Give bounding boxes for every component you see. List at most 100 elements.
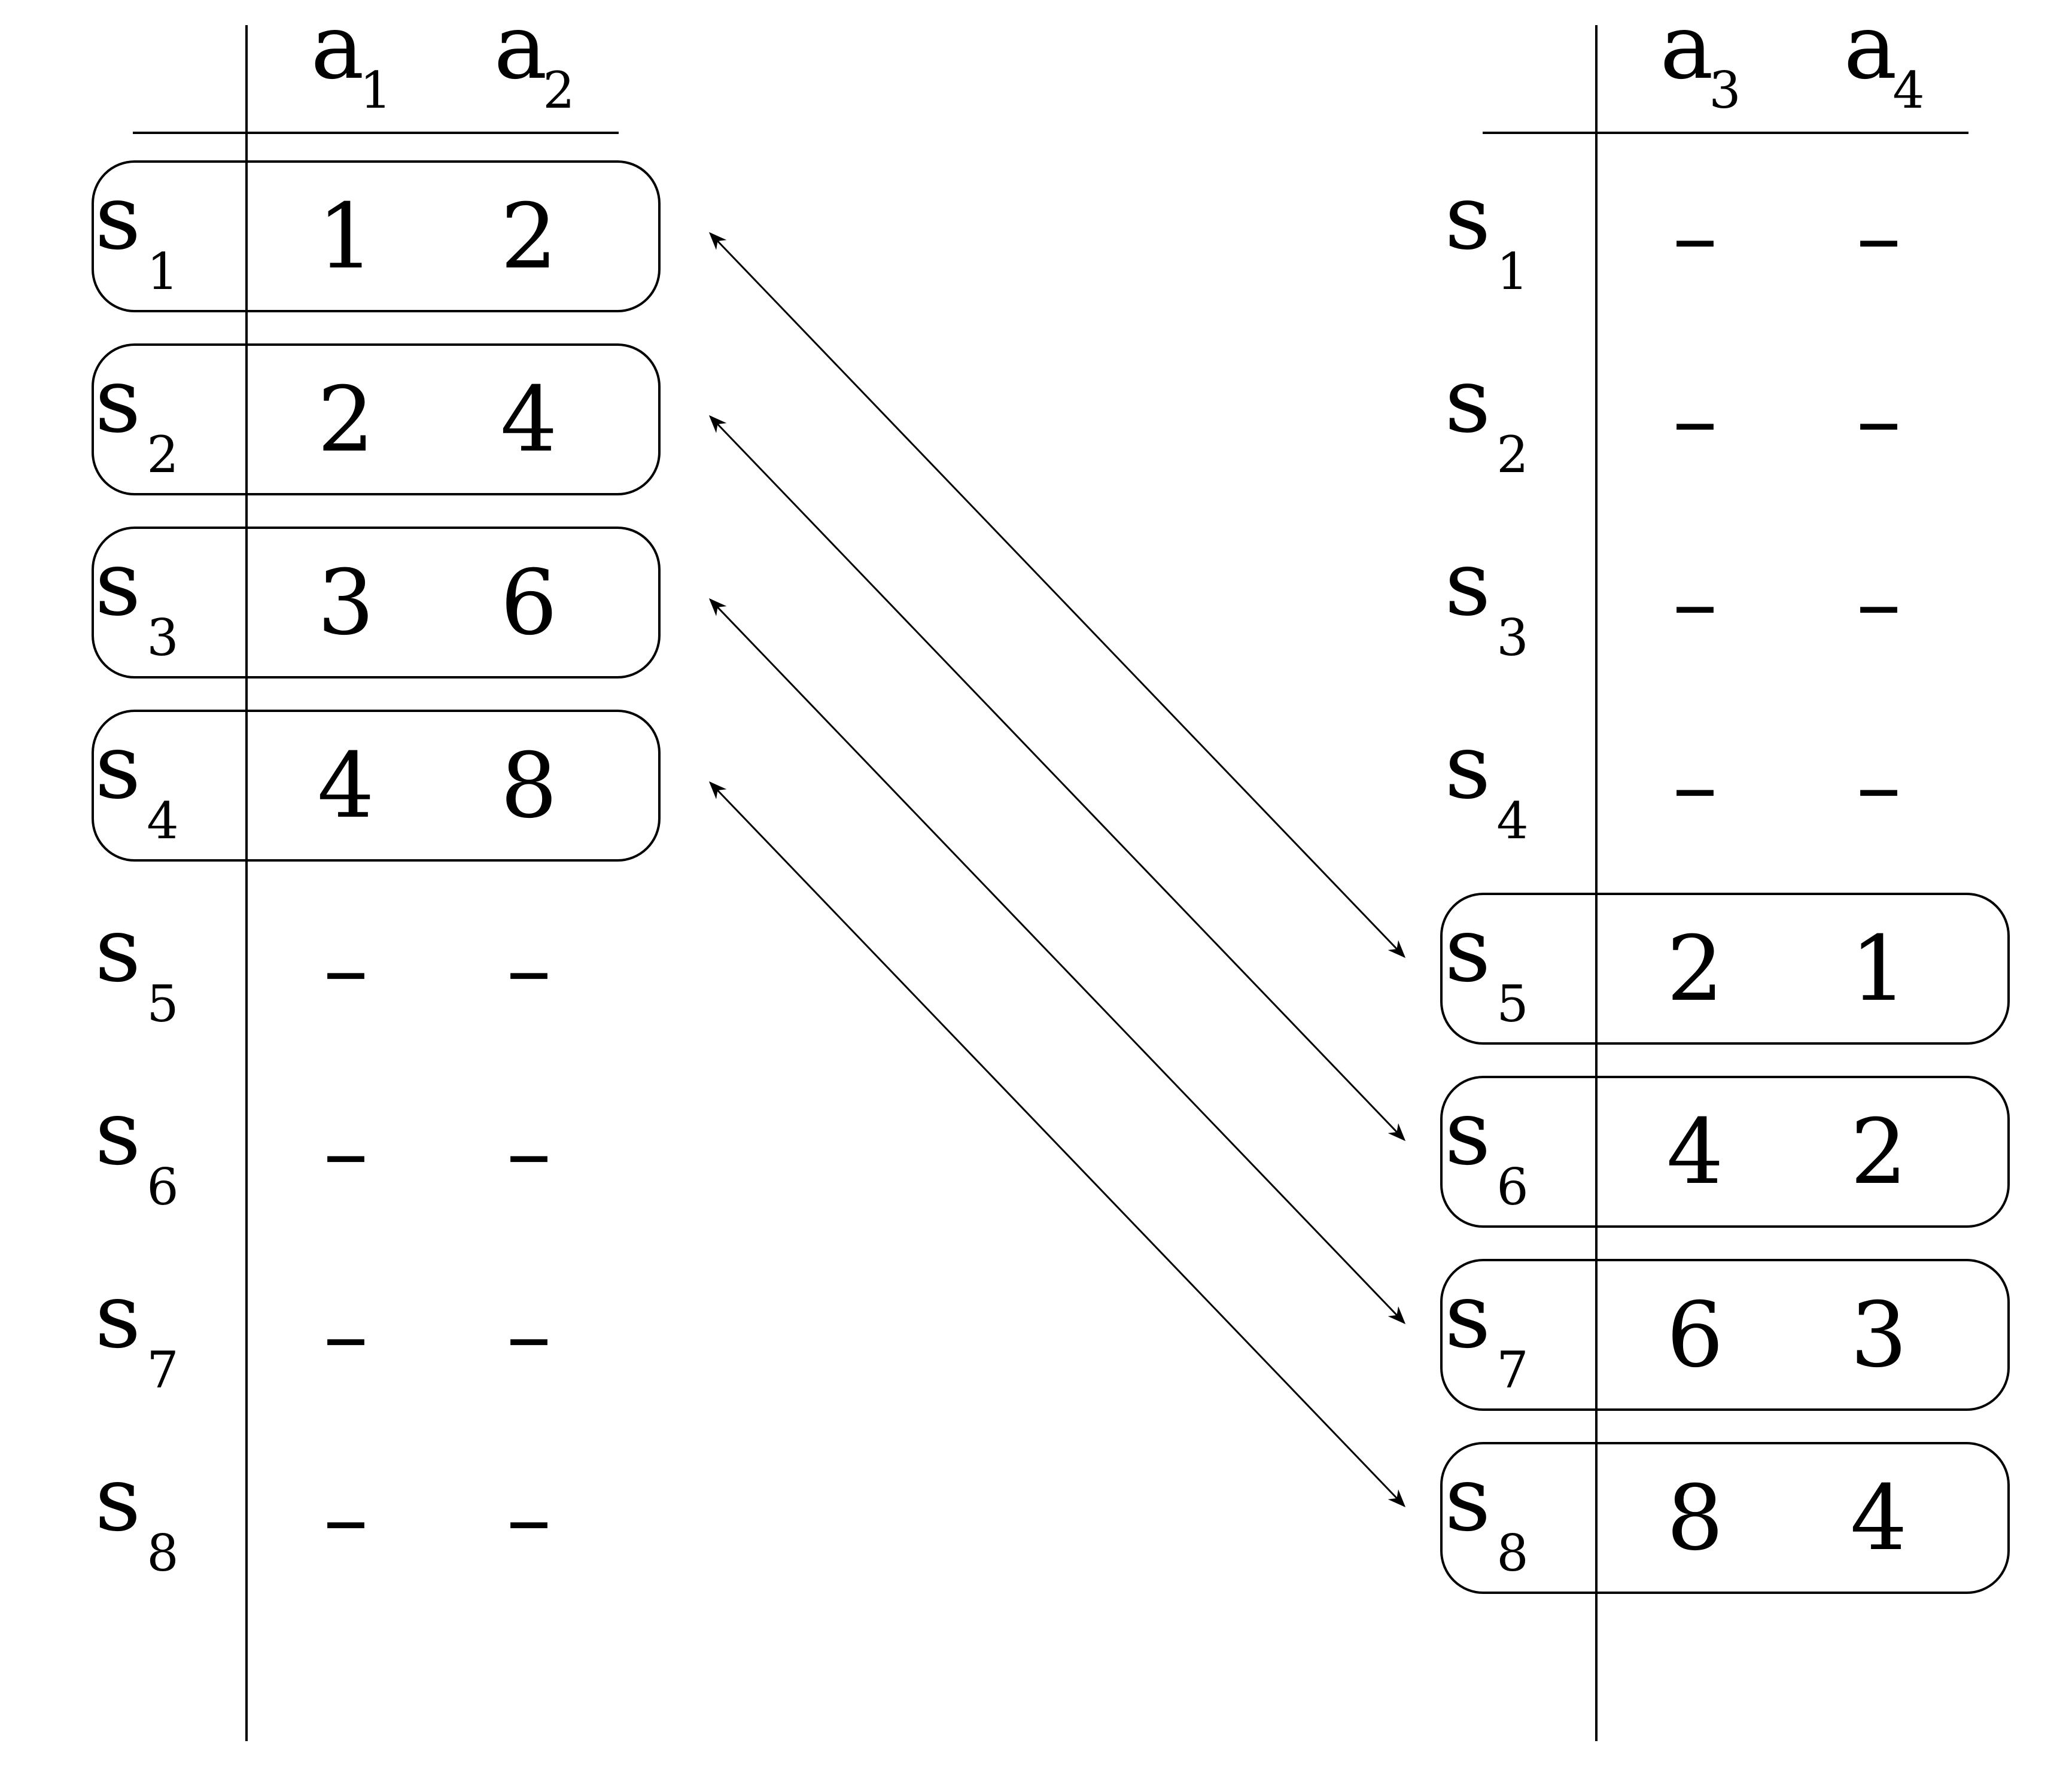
row-cell-value: 4: [1850, 1466, 1907, 1571]
row-cell-value: –: [324, 1466, 369, 1571]
row-cell-value: 4: [317, 734, 374, 838]
column-header-letter: a: [494, 0, 547, 99]
row-state-letter: s: [1445, 898, 1491, 1002]
row-highlight-box: [92, 710, 661, 862]
row-state-subscript: 8: [147, 1524, 178, 1583]
row-state-subscript: 3: [1496, 608, 1528, 667]
row-highlight-box: [92, 343, 661, 495]
table-row: s5 – –: [95, 898, 552, 1033]
row-state-subscript: 7: [147, 1341, 178, 1399]
column-header-subscript: 3: [1709, 61, 1741, 120]
table-row: s4 – –: [1445, 715, 1901, 850]
row-state-subscript: 8: [1496, 1524, 1528, 1583]
row-cell-value: 3: [1850, 1283, 1907, 1388]
mapping-arrow: [708, 415, 1406, 1142]
row-cell-value: 3: [317, 551, 374, 655]
row-cell-value: 6: [1666, 1283, 1723, 1388]
row-state-letter: s: [95, 349, 141, 453]
row-state-subscript: 4: [147, 792, 178, 850]
row-state-letter: s: [95, 1081, 141, 1185]
row-state-subscript: 1: [1496, 242, 1528, 301]
table-row: s1 – –: [1445, 166, 1901, 301]
row-cell-value: 4: [1666, 1100, 1723, 1204]
row-cell-value: 1: [1850, 917, 1907, 1021]
row-state-letter: s: [1445, 1264, 1491, 1368]
row-cell-value: –: [1857, 368, 1901, 472]
row-state-subscript: 4: [1496, 792, 1528, 850]
row-highlight-box: [1440, 1442, 2010, 1594]
row-cell-value: –: [507, 1283, 552, 1388]
row-cell-value: 2: [317, 368, 374, 472]
table-row: s5 2 1: [1440, 893, 2010, 1045]
row-cell-value: –: [1673, 185, 1718, 289]
column-header-subscript: 2: [543, 61, 574, 120]
table-row: s2 – –: [1445, 349, 1901, 484]
row-cell-value: 2: [1850, 1100, 1907, 1204]
column-header-subscript: 4: [1893, 61, 1924, 120]
row-cell-value: 1: [317, 185, 374, 289]
table-row: s8––: [95, 1447, 552, 1583]
row-cell-value: –: [1673, 734, 1718, 838]
row-state-subscript: 2: [147, 425, 178, 484]
row-highlight-box: [92, 527, 661, 678]
mapping-arrow: [708, 232, 1406, 959]
row-state-letter: s: [95, 715, 141, 819]
row-cell-value: –: [324, 917, 369, 1021]
column-header: a3: [1660, 0, 1741, 120]
table-row: s7 – –: [95, 1264, 552, 1399]
row-state-letter: s: [95, 898, 141, 1002]
table-row: s6 – –: [95, 1081, 552, 1216]
mapping-arrow: [708, 781, 1406, 1508]
row-highlight-box: [1440, 893, 2010, 1045]
row-cell-value: 6: [500, 551, 557, 655]
column-header: a2: [494, 0, 574, 120]
row-cell-value: –: [1857, 734, 1901, 838]
row-state-letter: s: [1445, 715, 1491, 819]
row-cell-value: 2: [500, 185, 557, 289]
row-cell-value: –: [1857, 185, 1901, 289]
table-row: s7 6 3: [1440, 1259, 2010, 1411]
table-row: s3––: [1445, 532, 1901, 667]
column-header: a4: [1843, 0, 1924, 120]
row-highlight-box: [1440, 1259, 2010, 1411]
row-cell-value: –: [1673, 551, 1718, 655]
row-state-subscript: 2: [1496, 425, 1528, 484]
row-state-subscript: 7: [1496, 1341, 1528, 1399]
arrows-layer: [708, 232, 1406, 1508]
row-highlight-box: [1440, 1076, 2010, 1228]
column-header-letter: a: [1843, 0, 1897, 99]
row-cell-value: 4: [500, 368, 557, 472]
row-state-subscript: 6: [147, 1158, 178, 1216]
row-cell-value: 8: [1666, 1466, 1723, 1571]
row-state-letter: s: [95, 166, 141, 270]
row-state-letter: s: [95, 1447, 141, 1551]
column-header: a1: [311, 0, 391, 120]
row-cell-value: –: [507, 1100, 552, 1204]
row-state-subscript: 5: [147, 975, 178, 1033]
mapping-arrow: [708, 598, 1406, 1325]
row-cell-value: 2: [1666, 917, 1723, 1021]
row-cell-value: –: [1673, 368, 1718, 472]
column-header-letter: a: [1660, 0, 1713, 99]
row-state-letter: s: [1445, 349, 1491, 453]
row-state-letter: s: [1445, 166, 1491, 270]
row-state-subscript: 1: [147, 242, 178, 301]
row-cell-value: –: [324, 1283, 369, 1388]
row-cell-value: –: [507, 917, 552, 1021]
row-state-subscript: 5: [1496, 975, 1528, 1033]
row-state-letter: s: [1445, 1447, 1491, 1551]
row-cell-value: –: [324, 1100, 369, 1204]
row-state-subscript: 3: [147, 608, 178, 667]
row-state-subscript: 6: [1496, 1158, 1528, 1216]
row-state-letter: s: [95, 1264, 141, 1368]
row-state-letter: s: [1445, 532, 1491, 636]
